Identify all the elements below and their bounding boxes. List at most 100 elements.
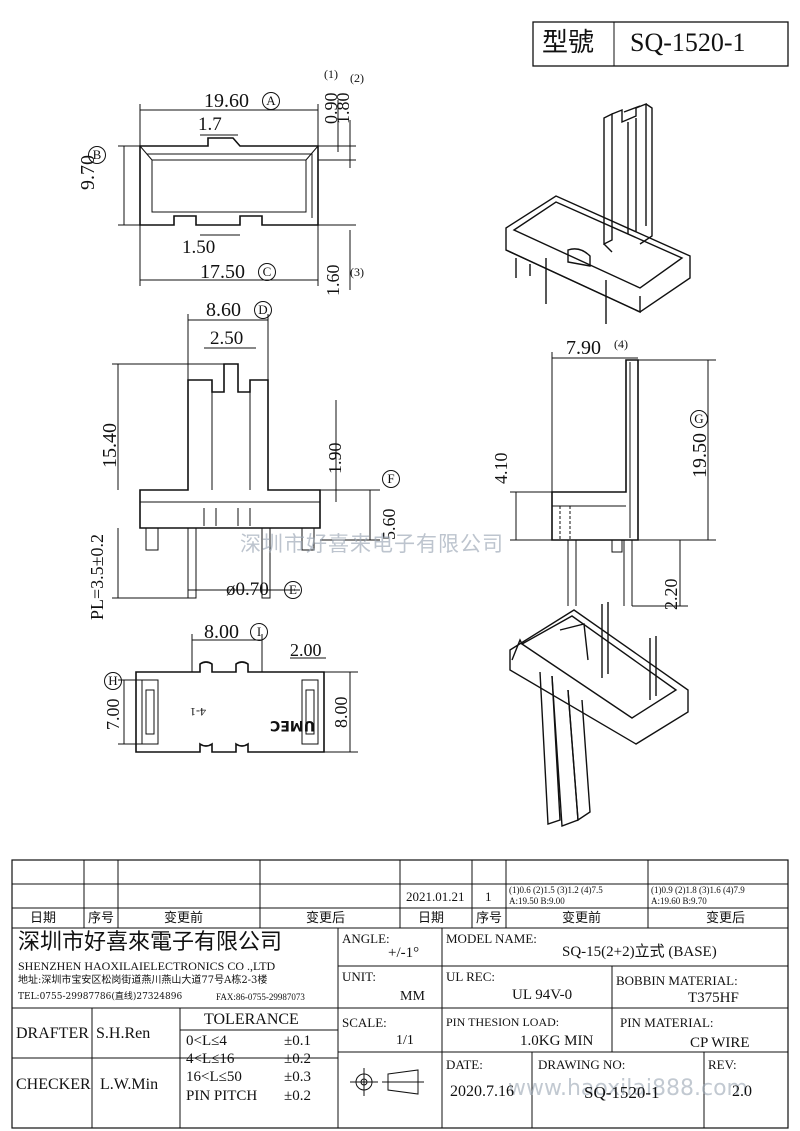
unit-value: MM	[400, 989, 425, 1004]
checker-name: L.W.Min	[100, 1076, 159, 1093]
dim-bottom-outer: 8.00	[331, 696, 351, 729]
tag-c: C	[258, 263, 276, 281]
drawing-label: DRAWING NO:	[538, 1057, 626, 1072]
dim-pin-dia: ø0.70	[226, 579, 269, 600]
company-en: SHENZHEN HAOXILAIELECTRONICS CO .,LTD	[18, 959, 276, 973]
revision-table	[11, 859, 789, 1129]
tag-a: A	[262, 92, 280, 110]
ref-4: (4)	[614, 337, 628, 351]
watermark-url: www.haoxilai888.com	[508, 1076, 748, 1101]
header-model-code: SQ-1520-1	[630, 28, 746, 57]
rev-header-no-2: 序号	[476, 911, 503, 926]
dim-pin-pitch: PL=3.5±0.2	[87, 533, 107, 620]
dim-side-height: 19.50	[689, 433, 711, 478]
angle-label: ANGLE:	[342, 931, 390, 946]
header-type-label: 型號	[542, 28, 595, 58]
tol-range-3: 16<L≤50	[186, 1069, 242, 1085]
model-value: SQ-15(2+2)立式 (BASE)	[562, 944, 717, 960]
tol-range-4: PIN PITCH	[186, 1088, 258, 1104]
rev-date: 2021.01.21	[406, 889, 465, 904]
tag-b: B	[88, 146, 106, 164]
dim-side-depth: 7.90	[566, 337, 601, 359]
rev-header-no: 序号	[88, 911, 115, 926]
drafter-label: DRAFTER	[16, 1025, 89, 1042]
tag-d: D	[254, 301, 272, 319]
scale-value: 1/1	[396, 1033, 414, 1048]
bobbin-label: BOBBIN MATERIAL:	[616, 973, 738, 988]
pin-value: CP WIRE	[690, 1035, 750, 1051]
ul-value: UL 94V-0	[512, 987, 573, 1003]
rev-no: 1	[485, 889, 492, 904]
tag-f: F	[382, 470, 400, 488]
pin-label: PIN MATERIAL:	[620, 1015, 714, 1030]
watermark-text: 深圳市好喜来电子有限公司	[240, 532, 504, 556]
rev-before-1: (1)0.6 (2)1.5 (3)1.2 (4)7.5	[509, 885, 603, 895]
drawing-value: SQ-1520-1	[584, 1083, 660, 1102]
dim-front-width: 8.60	[206, 299, 241, 321]
dim-top-wall2: 1.80	[333, 92, 353, 125]
rev-header-after: 变更后	[306, 911, 346, 926]
dim-top-wall3: 1.60	[323, 264, 343, 297]
tol-value-1: ±0.1	[284, 1033, 311, 1049]
dim-side-base: 4.10	[491, 452, 511, 485]
isometric-view-top	[505, 102, 691, 324]
tag-i: I	[250, 623, 268, 641]
rev-header-date: 日期	[30, 911, 57, 926]
ref-3: (3)	[350, 265, 364, 279]
tag-g: G	[690, 410, 708, 428]
date-value: 2020.7.16	[450, 1083, 514, 1100]
checker-label: CHECKER	[16, 1076, 91, 1093]
rev-header-before: 变更前	[164, 911, 204, 926]
dim-top-slot: 1.50	[182, 237, 216, 258]
dim-top-height: 9.70	[77, 155, 99, 190]
bottom-mark: 4-1	[190, 705, 206, 719]
dim-top-width: 19.60	[204, 90, 249, 112]
rev-header-after-2: 变更后	[706, 911, 746, 926]
rev-header-before-2: 变更前	[562, 911, 602, 926]
side-view	[510, 352, 716, 607]
tol-value-2: ±0.2	[284, 1051, 311, 1067]
tol-value-4: ±0.2	[284, 1088, 311, 1104]
dim-bottom-pad: 2.00	[290, 640, 322, 660]
company-address: 地址:深圳市宝安区松岗街道燕川燕山大道77号A栋2-3楼	[18, 975, 268, 986]
load-value: 1.0KG MIN	[520, 1033, 594, 1049]
company-cn: 深圳市好喜來電子有限公司	[18, 930, 283, 955]
dim-front-height: 15.40	[99, 423, 121, 468]
tolerance-label: TOLERANCE	[204, 1011, 299, 1028]
rev-label: REV:	[708, 1057, 737, 1072]
bobbin-value: T375HF	[688, 990, 739, 1006]
dim-side-pin: 2.20	[661, 578, 681, 611]
rev-after-2: A:19.60 B:9.70	[651, 896, 707, 906]
tag-h: H	[104, 672, 122, 690]
dim-bottom-pitch: 8.00	[204, 621, 239, 643]
tag-e: E	[284, 581, 302, 599]
date-label: DATE:	[446, 1057, 483, 1072]
company-tel: TEL:0755-29987786(直线)27324896	[18, 992, 183, 1002]
tol-range-1: 0<L≤4	[186, 1033, 227, 1049]
ref-1: (1)	[324, 67, 338, 81]
load-label: PIN THESION LOAD:	[446, 1015, 560, 1029]
top-view	[118, 100, 356, 290]
company-fax: FAX:86-0755-29987073	[216, 992, 305, 1002]
bottom-view	[118, 634, 358, 753]
rev-header-date-2: 日期	[418, 911, 445, 926]
ref-2: (2)	[350, 71, 364, 85]
drafter-name: S.H.Ren	[96, 1025, 151, 1042]
rev-before-2: A:19.50 B:9.00	[509, 896, 565, 906]
rev-value: 2.0	[732, 1083, 752, 1100]
tol-value-3: ±0.3	[284, 1069, 311, 1085]
isometric-view-bottom	[509, 602, 689, 827]
front-view	[112, 314, 380, 599]
model-label: MODEL NAME:	[446, 931, 537, 946]
rev-after-1: (1)0.9 (2)1.8 (3)1.6 (4)7.9	[651, 885, 745, 895]
dim-bottom-height: 7.00	[103, 698, 123, 731]
angle-value: +/-1°	[388, 945, 420, 961]
ul-label: UL REC:	[446, 969, 495, 984]
bottom-logo: UMEC	[270, 717, 316, 733]
tol-range-2: 4<L≤16	[186, 1051, 235, 1067]
dim-front-flange: 1.90	[325, 442, 345, 475]
dim-top-notch: 1.7	[198, 114, 222, 135]
unit-label: UNIT:	[342, 969, 377, 984]
dim-front-slot: 2.50	[210, 328, 244, 349]
